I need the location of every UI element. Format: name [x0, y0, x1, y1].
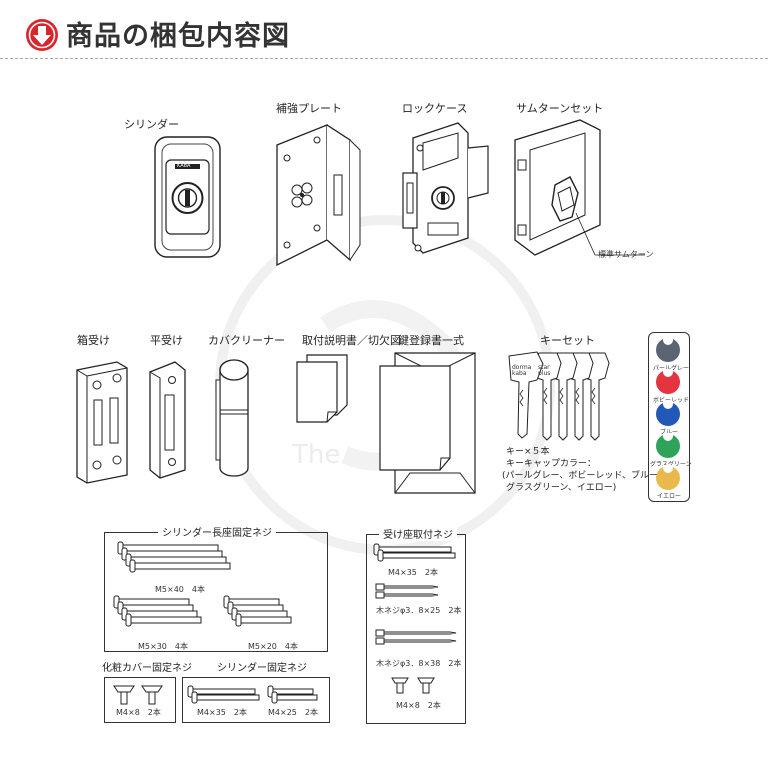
cap-swatch-yellow: [656, 465, 680, 490]
cover-screws-illustration: [113, 685, 163, 705]
key-set-label: キーセット: [540, 334, 595, 347]
screw-cyl-m4x35: M4×35 2本: [197, 708, 247, 717]
cylinder-illustration: [154, 136, 221, 258]
screw-m5x20: M5×20 4本: [248, 642, 298, 651]
key-brand-kaba: kaba: [512, 370, 527, 377]
cap-name-green: グラスグリーン: [650, 459, 692, 468]
cylinder-label: シリンダー: [124, 118, 179, 131]
key-register-illustration: [379, 352, 476, 494]
key-cap-colors-line2: グラスグリーン、イエロー): [506, 483, 617, 493]
strike-screw-title: 受け座取付ネジ: [379, 526, 457, 541]
key-brand-plus: plus: [538, 370, 551, 377]
cover-cleaner-label: カバクリーナー: [208, 334, 285, 347]
manual-label: 取付説明書／切欠図: [302, 334, 401, 347]
watermark-text: The: [292, 440, 341, 470]
screw-strike-m4x8: M4×8 2本: [396, 701, 441, 710]
thumbturn-set-illustration: [514, 119, 645, 256]
strike-flat-label: 平受け: [150, 334, 183, 347]
cylinder-brand: KABA: [177, 163, 191, 169]
page-title: 商品の梱包内容図: [66, 21, 290, 52]
screw-m5x40: M5×40 4本: [155, 585, 205, 594]
reinforce-plate-label: 補強プレート: [276, 102, 342, 115]
lock-case-illustration: [402, 122, 489, 254]
strike-flat-illustration: [149, 361, 186, 479]
cap-swatch-pearl-gray: [656, 337, 680, 362]
cyl-long-screw-title: シリンダー長座固定ネジ: [158, 524, 276, 539]
key-cap-colors-line1: (パールグレー、ボビーレッド、ブルー: [502, 471, 659, 481]
cyl-fix-screws-illustration: [187, 685, 318, 704]
lock-case-label: ロックケース: [402, 102, 468, 115]
page-header: 商品の梱包内容図: [0, 0, 768, 60]
thumbturn-set-label: サムターンセット: [516, 102, 604, 115]
screw-cover-m4x8: M4×8 2本: [116, 708, 161, 717]
cap-swatch-red: [656, 369, 680, 394]
key-cap-panel: [648, 332, 690, 502]
cap-swatch-blue: [656, 401, 680, 426]
manual-illustration: [296, 354, 348, 423]
key-count: キー×５本: [506, 447, 550, 457]
screw-strike-m4x35: M4×35 2本: [388, 568, 438, 577]
cover-screw-group: [104, 677, 176, 723]
cover-screw-title: 化粧カバー固定ネジ: [98, 659, 196, 674]
cap-name-pearl-gray: パールグレー: [653, 363, 689, 372]
screw-cyl-m4x25: M4×25 2本: [268, 708, 318, 717]
key-set-illustration: [508, 351, 610, 441]
cyl-fix-screw-group: [182, 677, 330, 723]
cap-name-yellow: イエロー: [657, 493, 681, 500]
screw-m5x30: M5×30 4本: [138, 642, 188, 651]
key-brand-star: star: [538, 364, 550, 371]
screw-wood-38: 木ネジφ3．8×38 2本: [376, 659, 462, 668]
key-cap-label: キーキャップカラー：: [506, 459, 597, 469]
cap-name-red: ボビーレッド: [653, 395, 689, 404]
cyl-fix-screw-title: シリンダー固定ネジ: [213, 659, 311, 674]
cap-swatch-green: [656, 433, 680, 458]
screw-wood-25: 木ネジφ3．8×25 2本: [376, 606, 462, 615]
cover-cleaner-illustration: [215, 359, 249, 477]
reinforce-plate-illustration: [276, 124, 361, 267]
down-arrow-circle-icon: [26, 19, 58, 51]
thumbturn-std-label: 標準サムターン: [598, 250, 654, 259]
key-brand-dorma: dorma: [512, 364, 532, 371]
header-divider: [0, 58, 768, 59]
key-register-label: 鍵登録書一式: [398, 334, 464, 347]
strike-screws-illustration: [373, 543, 457, 694]
strike-box-label: 箱受け: [77, 334, 110, 347]
cap-name-blue: ブルー: [660, 427, 678, 436]
strike-box-illustration: [76, 361, 128, 484]
cyl-long-screws-illustration: [113, 541, 292, 627]
